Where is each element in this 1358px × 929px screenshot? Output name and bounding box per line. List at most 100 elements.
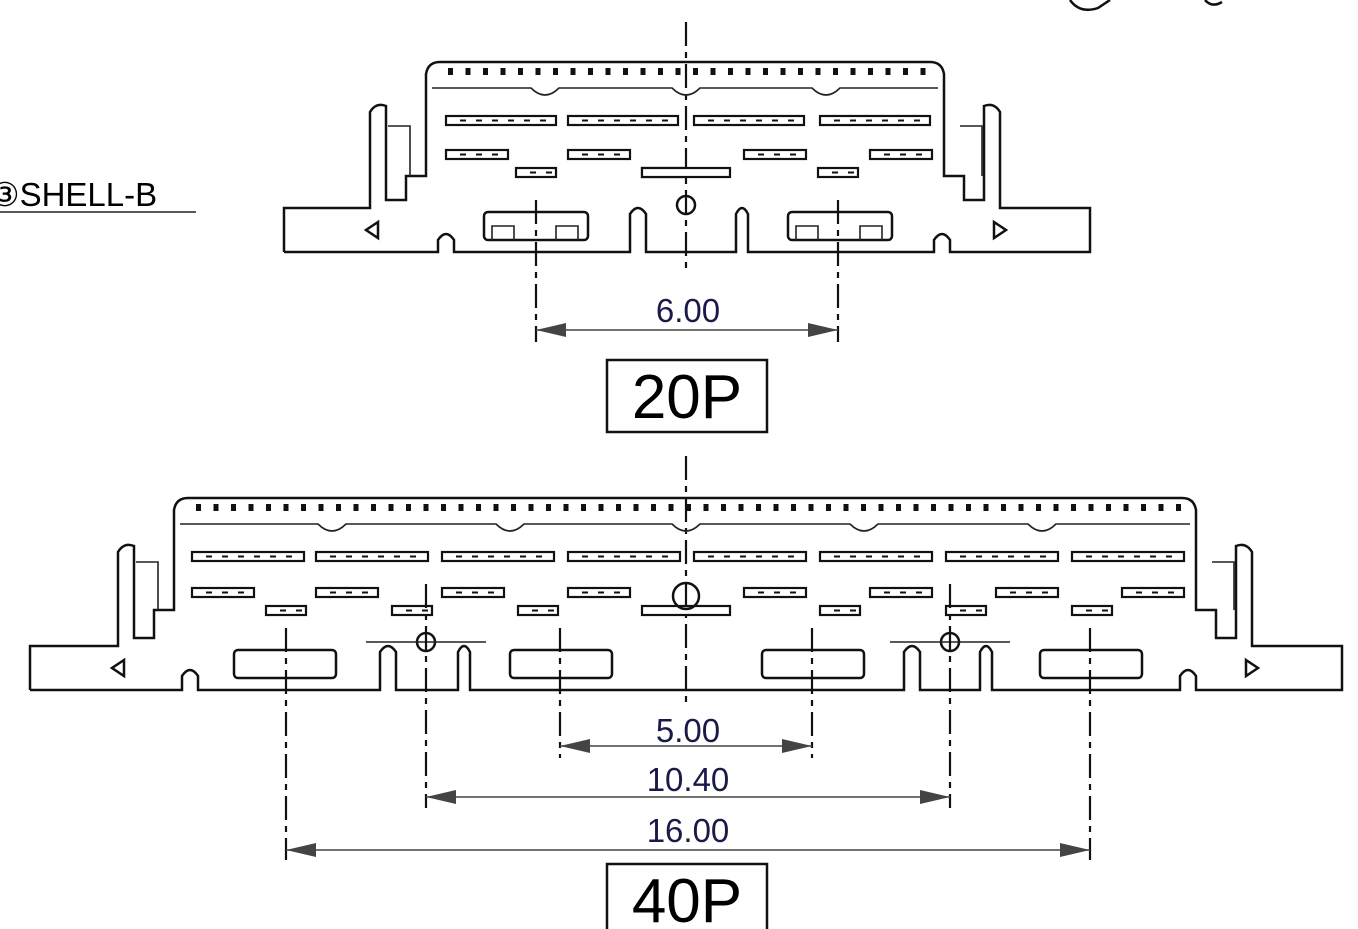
slot-rows-20p: [444, 114, 934, 179]
p20-contact-dot: [763, 68, 768, 75]
p40-contact-dot: [826, 504, 831, 511]
p40-contact-dot: [721, 504, 726, 511]
p40-contact-dot: [931, 504, 936, 511]
p40-contact-dot: [563, 504, 569, 511]
slot-row-3-center-40p: [640, 604, 732, 617]
p40-contact-dot: [493, 504, 499, 511]
p40-contact-dot: [266, 504, 271, 511]
slot-detail-left-20p: [491, 225, 579, 240]
p20-contact-dot: [448, 68, 453, 75]
p40-contact-dot: [441, 504, 446, 511]
p40-contact-dot: [371, 504, 376, 511]
p40-contact-dot: [458, 504, 464, 511]
dimension-value-40p-1: 5.00: [656, 712, 720, 749]
p40-contact-dot: [1176, 504, 1181, 511]
dim-arrow-10-right: [920, 790, 950, 804]
p40-contact-dot: [1053, 504, 1059, 511]
p40-contact-dot: [703, 504, 709, 511]
p20-contact-dot: [640, 68, 646, 75]
p40-contact-dot: [773, 504, 779, 511]
p40-contact-dot: [598, 504, 604, 511]
p40-contact-dot: [861, 504, 866, 511]
contact-dots-40p: [196, 504, 1181, 511]
slot-row-1-40p: [566, 550, 682, 563]
p40-contact-dot: [511, 504, 516, 511]
connector-40p-view: 5.00 10.40 16.00 40P: [28, 456, 1344, 929]
slot-row-1-20p: [692, 114, 806, 127]
shell-outline-40p: [28, 543, 1344, 692]
p40-contact-dot: [1071, 504, 1076, 511]
p40-contact-dot: [213, 504, 219, 511]
label-box-20p: [605, 358, 769, 434]
p40-contact-dot: [686, 504, 691, 511]
dim-arrow-10-left: [426, 790, 456, 804]
p20-contact-dot: [833, 68, 838, 75]
p20-contact-dot: [553, 68, 558, 75]
dim-arrow-left-20p: [536, 323, 566, 337]
p20-contact-dot: [798, 68, 803, 75]
p20-contact-dot: [570, 68, 576, 75]
slot-row-1-20p: [818, 114, 932, 127]
p40-contact-dot: [808, 504, 814, 511]
p40-contact-dot: [336, 504, 341, 511]
p40-contact-dot: [318, 504, 324, 511]
p20-contact-dot: [885, 68, 891, 75]
section-label: ③SHELL-B: [0, 176, 157, 213]
dimension-value-20p-1: 6.00: [656, 292, 720, 329]
p20-contact-dot: [920, 68, 926, 75]
p40-contact-dot: [423, 504, 429, 511]
p40-contact-dot: [248, 504, 254, 511]
p20-contact-dot: [623, 68, 628, 75]
dim-arrow-16-right: [1060, 843, 1090, 857]
right-marker-20p: [992, 219, 1009, 241]
dimension-value-40p-3: 16.00: [647, 812, 730, 849]
p40-contact-dot: [301, 504, 306, 511]
p40-contact-dot: [546, 504, 551, 511]
p20-contact-dot: [500, 68, 506, 75]
dimension-value-40p-2: 10.40: [647, 761, 730, 798]
view-label-20p: 20P: [632, 363, 742, 432]
p20-contact-dot: [868, 68, 873, 75]
p40-contact-dot: [843, 504, 849, 511]
p40-contact-dot: [1106, 504, 1111, 511]
p20-contact-dot: [483, 68, 488, 75]
p40-contact-dot: [196, 504, 201, 511]
connector-20p-view: 6.00 20P: [282, 22, 1092, 434]
p40-contact-dot: [283, 504, 289, 511]
p20-contact-dot: [850, 68, 856, 75]
p20-contact-dot: [675, 68, 681, 75]
p20-contact-dot: [518, 68, 523, 75]
p40-contact-dot: [896, 504, 901, 511]
p40-contact-dot: [668, 504, 674, 511]
p40-contact-dot: [528, 504, 534, 511]
slot-row-1-40p: [818, 550, 934, 563]
dim-arrow-5-right: [782, 739, 812, 753]
contact-dots-20p: [448, 68, 926, 75]
dim-arrow-right-20p: [808, 323, 838, 337]
view-label-40p: 40P: [632, 867, 742, 929]
p40-contact-dot: [231, 504, 236, 511]
p40-contact-dot: [388, 504, 394, 511]
p20-contact-dot: [728, 68, 733, 75]
p40-contact-dot: [966, 504, 971, 511]
slot-detail-right-20p: [795, 225, 883, 240]
p20-contact-dot: [780, 68, 786, 75]
slot-row-1-40p: [314, 550, 430, 563]
p40-contact-dot: [616, 504, 621, 511]
side-tabs-20p: [388, 125, 983, 176]
p40-contact-dot: [651, 504, 656, 511]
slot-row-1-40p: [1070, 550, 1186, 563]
p20-contact-dot: [605, 68, 611, 75]
contact-strip-outline-20p: [424, 60, 946, 120]
contact-strip-notches-40p: [180, 523, 1190, 532]
slot-row-1-20p: [444, 114, 558, 127]
left-marker-20p: [363, 219, 380, 241]
p40-contact-dot: [983, 504, 989, 511]
p40-contact-dot: [1018, 504, 1024, 511]
dim-arrow-16-left: [286, 843, 316, 857]
p20-contact-dot: [693, 68, 698, 75]
p40-contact-dot: [756, 504, 761, 511]
p20-contact-dot: [745, 68, 751, 75]
center-hole-40p: [671, 581, 701, 611]
